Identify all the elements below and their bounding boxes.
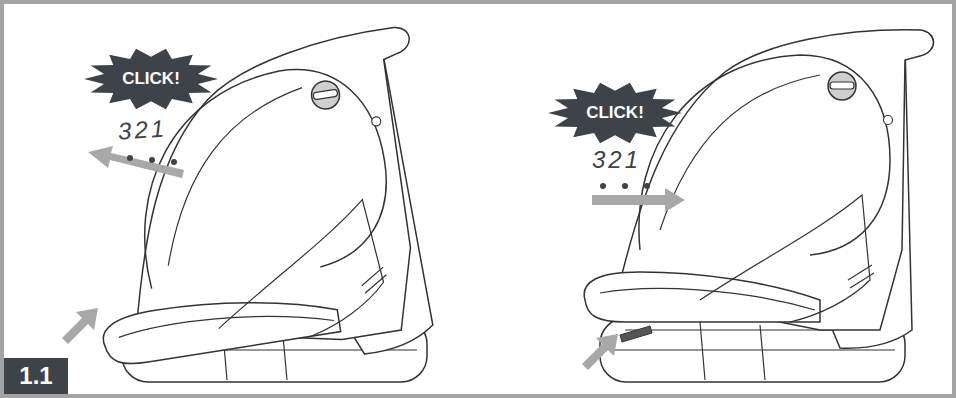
count-dot [127, 155, 650, 189]
click-text: CLICK! [122, 69, 180, 89]
click-burst: CLICK! [548, 82, 682, 144]
click-burst: CLICK! [84, 48, 218, 110]
figure-number-text: 1.1 [19, 362, 52, 390]
figure-number: 1.1 [4, 358, 68, 394]
direction-arrow [62, 146, 685, 370]
countdown-label: 321 [117, 114, 168, 145]
countdown-label: 321 [592, 146, 641, 174]
click-text: CLICK! [586, 103, 644, 123]
